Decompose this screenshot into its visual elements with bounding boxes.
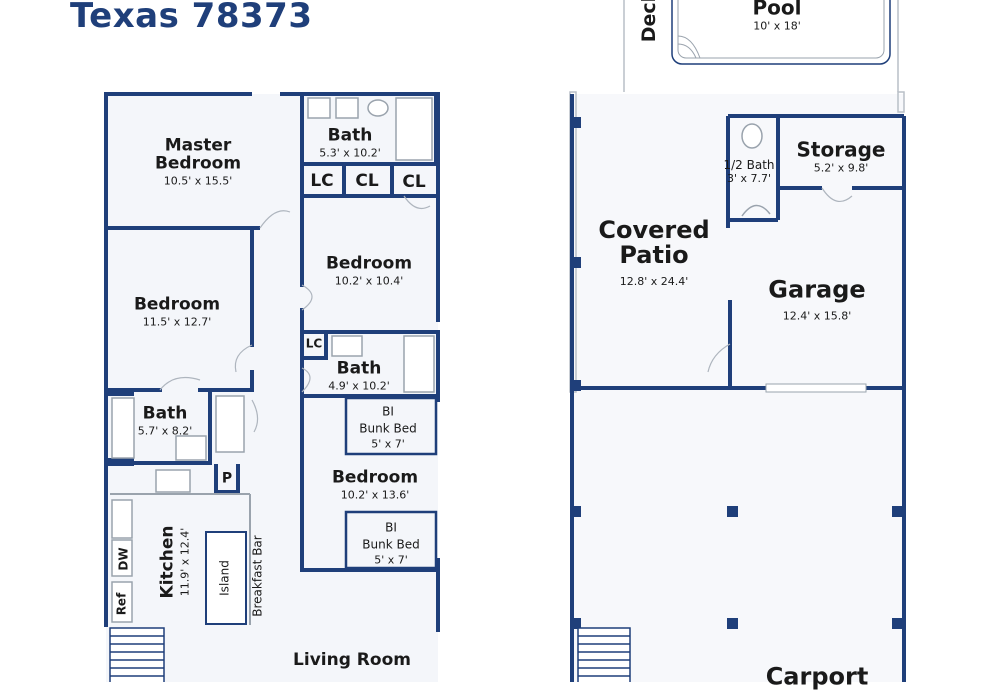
door-swings	[159, 195, 431, 433]
bedroom-2-label: Bedroom 10.2' x 10.4'	[325, 253, 413, 288]
garage-label: Garage 12.4' x 15.8'	[768, 275, 866, 323]
master-bath-label: Bath 5.3' x 10.2'	[319, 125, 381, 160]
bunk-bed-2-label: BI Bunk Bed 5' x 7'	[362, 520, 420, 567]
door-swings-right	[707, 187, 853, 373]
pool-label: Pool 10' x 18'	[752, 0, 802, 33]
bath-3-label: Bath 5.7' x 8.2'	[137, 403, 193, 438]
cl-label-1: CL	[355, 171, 379, 192]
house-walls	[104, 92, 440, 632]
bunk-bed-1-label: BI Bunk Bed 5' x 7'	[359, 404, 417, 451]
stairs-left	[109, 627, 165, 682]
pantry-label: P	[221, 470, 233, 487]
refrigerator-label: Ref	[114, 592, 129, 616]
garage-door	[765, 383, 867, 393]
half-bath-fixtures	[741, 123, 771, 217]
lc-label-2: LC	[305, 336, 323, 351]
page-title: Texas 78373	[70, 0, 313, 36]
deck-label: Deck	[638, 0, 661, 43]
island-label: Island	[217, 560, 232, 596]
storage-label: Storage 5.2' x 9.8'	[796, 137, 886, 175]
bedroom-3-label: Bedroom 11.5' x 12.7'	[133, 294, 221, 329]
cl-label-2: CL	[402, 172, 426, 193]
bedroom-4-label: Bedroom 10.2' x 13.6'	[331, 467, 419, 502]
hall-bath-label: Bath 4.9' x 10.2'	[328, 358, 390, 393]
stairs-right	[577, 627, 631, 682]
pool	[671, 0, 891, 65]
half-bath-label: 1/2 Bath 3' x 7.7'	[723, 157, 775, 185]
master-bedroom-label: Master Bedroom 10.5' x 15.5'	[154, 135, 242, 188]
wall-accent	[104, 388, 134, 396]
kitchen-counters	[110, 493, 251, 625]
dishwasher-label: DW	[116, 547, 131, 571]
support-posts	[570, 117, 903, 629]
breakfast-bar-label: Breakfast Bar	[250, 535, 265, 617]
lc-label-1: LC	[310, 171, 334, 192]
kitchen-label: Kitchen 11.9' x 12.4'	[157, 525, 192, 599]
fixtures	[111, 97, 435, 623]
carport-label: Carport	[765, 662, 869, 690]
covered-patio-label: Covered Patio 12.8' x 24.4'	[598, 216, 710, 289]
living-room-label: Living Room	[293, 650, 411, 671]
wall-accent	[104, 458, 134, 466]
